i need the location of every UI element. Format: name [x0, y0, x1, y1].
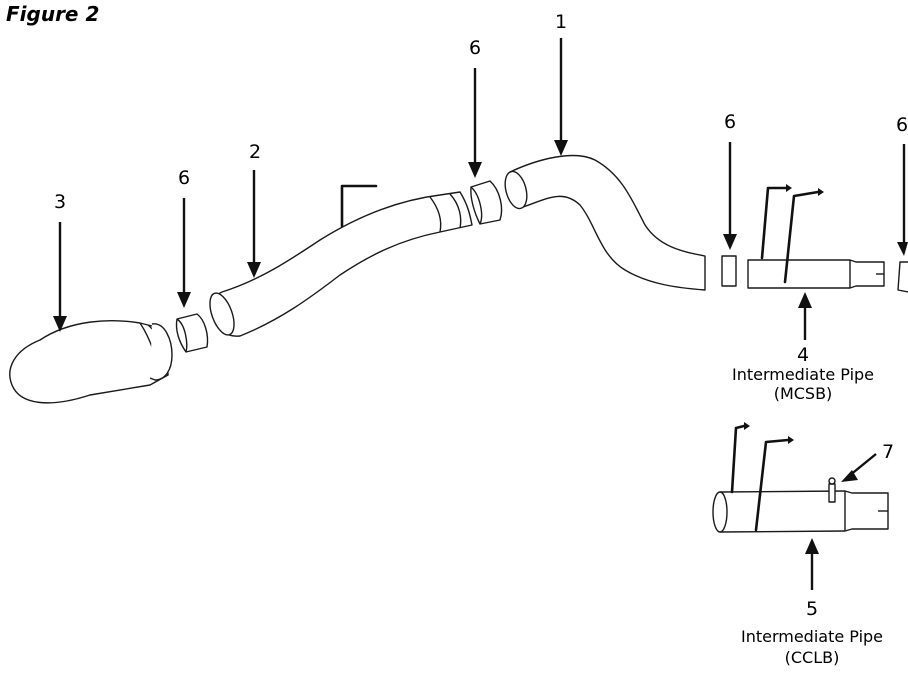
arrow-part1	[554, 38, 568, 156]
callout-4: 4	[797, 344, 809, 366]
pipe4-hanger-1	[760, 186, 788, 260]
intermediate-pipe-cclb	[712, 490, 889, 533]
caption-pipe5-name: Intermediate Pipe	[741, 627, 883, 646]
pipe5-hanger-1	[730, 424, 746, 494]
tailpipe	[209, 191, 473, 337]
arrow-part6d	[897, 144, 908, 256]
callout-3: 3	[54, 191, 66, 213]
callout-6b: 6	[469, 37, 481, 59]
caption-pipe4-code: (MCSB)	[774, 384, 833, 403]
intermediate-pipe-mcsb	[747, 259, 885, 289]
arrow-part6b	[468, 68, 482, 178]
caption-pipe4-name: Intermediate Pipe	[732, 365, 874, 384]
arrow-part6c	[723, 142, 737, 250]
figure-title: Figure 2	[6, 2, 99, 26]
callout-6a: 6	[178, 167, 190, 189]
clamp-7	[828, 477, 836, 503]
tailpipe-hanger	[340, 184, 378, 228]
clamp-6a	[175, 313, 209, 353]
arrow-part6a	[177, 198, 191, 308]
clamp-6c	[721, 255, 737, 287]
arrow-part2	[247, 170, 261, 278]
clamp-6d	[897, 261, 908, 293]
arrow-part7	[841, 453, 877, 482]
arrow-part3	[53, 222, 67, 332]
pipe4-hanger-2	[783, 190, 820, 284]
exhaust-tip	[9, 319, 173, 404]
arrow-part5	[805, 538, 819, 590]
callout-2: 2	[249, 141, 261, 163]
clamp-6b	[470, 180, 503, 225]
caption-pipe5-code: (CCLB)	[785, 648, 840, 667]
front-pipe	[504, 154, 706, 291]
callout-1: 1	[555, 11, 567, 33]
callout-7: 7	[882, 441, 894, 463]
callout-6d: 6	[896, 114, 908, 136]
callout-5: 5	[806, 598, 818, 620]
pipe5-hanger-2	[754, 438, 790, 532]
callout-6c: 6	[724, 111, 736, 133]
arrow-part4	[798, 292, 812, 340]
